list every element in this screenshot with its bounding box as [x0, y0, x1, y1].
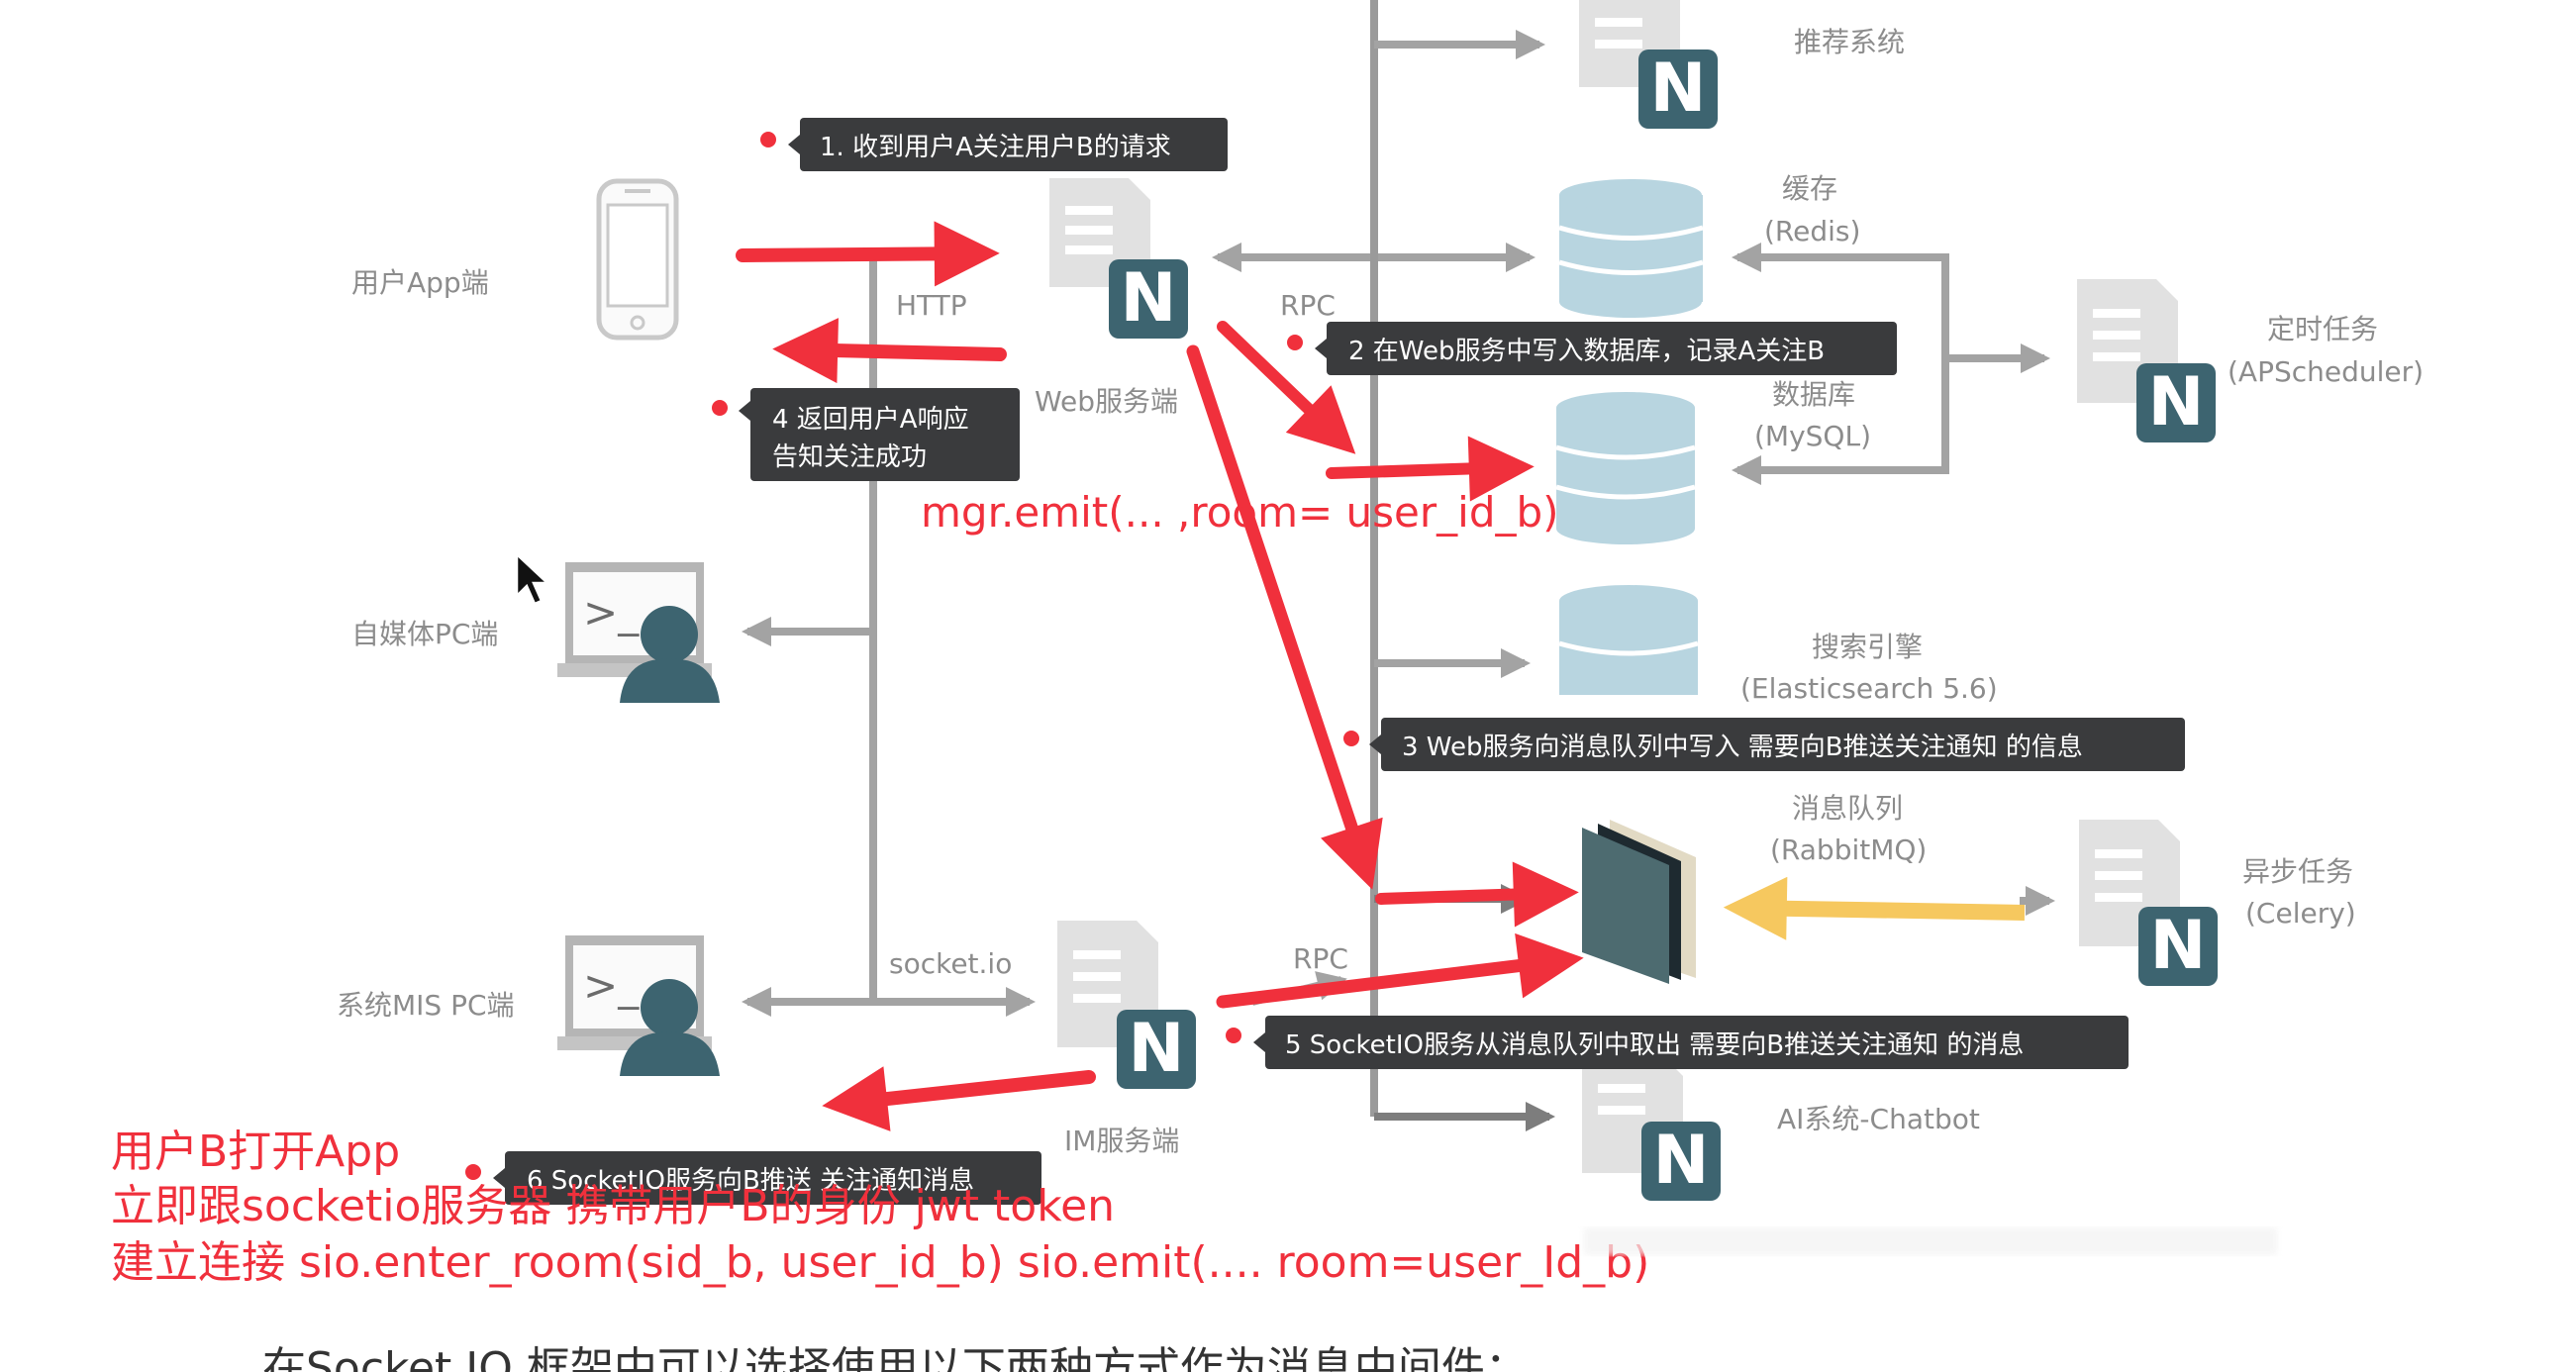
n-badge-icon: N — [2150, 907, 2207, 985]
service-search: 搜索引擎 — [1812, 631, 1923, 663]
server-icon-recommend: N — [1579, 0, 1718, 129]
server-icon-web: N — [1049, 178, 1188, 339]
label-rpc-im: RPC — [1293, 942, 1348, 975]
client-user-app: 用户App端 — [351, 266, 489, 299]
request-arrow — [736, 221, 1000, 287]
server-icon-scheduler: N — [2077, 279, 2216, 442]
step-dot — [1343, 731, 1359, 746]
step-2-text: 2 在Web服务中写入数据库，记录A关注B — [1348, 337, 1825, 366]
service-async: 异步任务 — [2242, 855, 2353, 888]
service-mq-sub: (RabbitMQ) — [1770, 833, 1927, 866]
write-db-arrow-2 — [1326, 436, 1535, 502]
step-5-text: 5 SocketIO服务从消息队列中取出 需要向B推送关注通知 的消息 — [1285, 1030, 2024, 1060]
step-1: 1. 收到用户A关注用户B的请求 — [760, 118, 1228, 171]
write-mq-arrow — [1186, 344, 1383, 890]
service-database-sub: (MySQL) — [1754, 420, 1871, 452]
push-arrow — [822, 1066, 1096, 1131]
step-1-text: 1. 收到用户A关注用户B的请求 — [820, 133, 1171, 162]
terminal-user-icon: >_ — [557, 562, 720, 703]
server-icon-celery: N — [2079, 820, 2218, 986]
service-recommend: 推荐系统 — [1794, 26, 1905, 58]
label-socketio: socket.io — [889, 947, 1012, 980]
phone-icon — [596, 178, 679, 341]
terminal-prompt: >_ — [583, 961, 640, 1010]
n-badge-icon: N — [1653, 1122, 1710, 1200]
service-mq: 消息队列 — [1792, 792, 1903, 825]
user-b-annotation-line2: 立即跟socketio服务器 携带用户B的身份 jwt token — [111, 1181, 1115, 1231]
n-badge-icon: N — [1121, 259, 1177, 338]
client-mis-pc: 系统MIS PC端 — [337, 989, 515, 1022]
response-arrow — [772, 318, 1007, 384]
write-mq-arrow-2 — [1375, 861, 1579, 928]
service-search-sub: (Elasticsearch 5.6) — [1740, 672, 1998, 705]
database-icon-elasticsearch — [1558, 585, 1699, 695]
step-dot — [465, 1164, 481, 1180]
service-cron-sub: (APScheduler) — [2228, 355, 2424, 388]
write-db-arrow — [1217, 321, 1356, 454]
server-icon-im: N — [1057, 921, 1196, 1089]
server-icon-ai: N — [1582, 1054, 1721, 1201]
step-dot — [712, 400, 728, 416]
step-6-text: 6 SocketIO服务向B推送 关注通知消息 — [527, 1166, 974, 1196]
step-5: 5 SocketIO服务从消息队列中取出 需要向B推送关注通知 的消息 — [1226, 1016, 2129, 1069]
database-icon-mysql — [1555, 392, 1696, 544]
footer-text: 在Socket.IO 框架中可以选择使用以下两种方式作为消息中间件： — [262, 1343, 1529, 1372]
service-cache-sub: (Redis) — [1764, 215, 1860, 247]
annotation-arrows — [736, 221, 1584, 1131]
step-3: 3 Web服务向消息队列中写入 需要向B推送关注通知 的信息 — [1343, 718, 2185, 771]
terminal-user-icon: >_ — [557, 935, 720, 1076]
step-dot — [1287, 335, 1303, 350]
terminal-prompt: >_ — [583, 588, 640, 637]
step-6: 6 SocketIO服务向B推送 关注通知消息 — [465, 1151, 1041, 1205]
diagram-bottom-fade — [1584, 1227, 2277, 1255]
user-b-annotation-line1: 用户B打开App — [111, 1127, 400, 1177]
step-3-text: 3 Web服务向消息队列中写入 需要向B推送关注通知 的信息 — [1402, 733, 2083, 762]
service-cache: 缓存 — [1782, 172, 1837, 205]
database-icon-redis — [1558, 179, 1704, 318]
service-ai: AI系统-Chatbot — [1777, 1103, 1980, 1135]
user-b-annotation-line3: 建立连接 sio.enter_room(sid_b, user_id_b) si… — [111, 1237, 1649, 1288]
service-database: 数据库 — [1772, 378, 1855, 411]
step-dot — [1226, 1028, 1241, 1043]
step-4-text-line2: 告知关注成功 — [772, 442, 927, 472]
n-badge-icon: N — [1129, 1010, 1185, 1088]
step-4-text-line1: 4 返回用户A响应 — [772, 405, 969, 435]
n-badge-icon: N — [2148, 363, 2205, 441]
mouse-cursor-icon — [515, 551, 551, 606]
n-badge-icon: N — [1650, 49, 1707, 128]
message-queue-icon — [1582, 820, 1696, 984]
step-2: 2 在Web服务中写入数据库，记录A关注B — [1287, 322, 1897, 375]
server-im-label: IM服务端 — [1064, 1125, 1179, 1157]
server-web-label: Web服务端 — [1035, 385, 1178, 418]
client-media-pc: 自媒体PC端 — [351, 618, 498, 650]
consume-mq-arrow — [1216, 932, 1584, 1009]
service-async-sub: (Celery) — [2245, 897, 2356, 930]
celery-to-mq-arrow — [1723, 876, 2026, 940]
label-rpc-web: RPC — [1280, 289, 1336, 322]
step-dot — [760, 132, 776, 147]
step-4: 4 返回用户A响应 告知关注成功 — [712, 388, 1020, 481]
service-cron: 定时任务 — [2267, 313, 2378, 345]
label-http: HTTP — [896, 289, 967, 322]
emit-annotation: mgr.emit(... ,room= user_id_b) — [921, 488, 1559, 537]
